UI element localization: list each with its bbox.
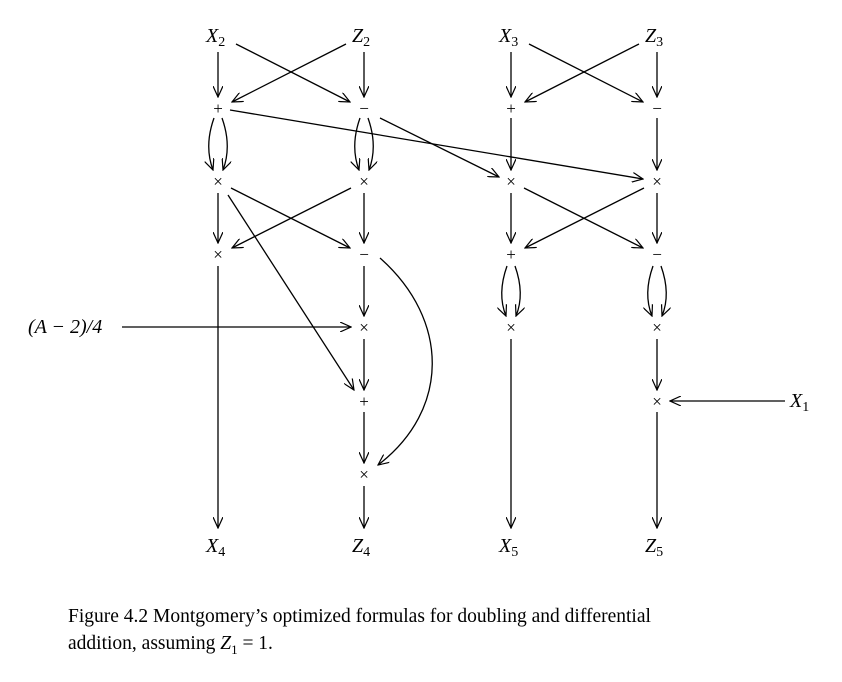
- edge-z3-plus: [525, 43, 640, 102]
- op-minus-e: −: [359, 245, 369, 264]
- op-plus-c: +: [506, 99, 516, 118]
- edge-minus-g-square-right: [660, 265, 666, 316]
- input-x3-label: X3: [498, 25, 518, 50]
- caption-text-1: Montgomery’s optimized formulas for doub…: [153, 606, 651, 627]
- input-z2-label: Z2: [352, 25, 370, 50]
- op-times-da: ×: [506, 172, 516, 191]
- op-times-aa: ×: [213, 172, 223, 191]
- edge-plus-square-right: [221, 117, 227, 170]
- op-times-x4: ×: [213, 245, 223, 264]
- edge-cb-plus: [525, 187, 645, 248]
- figure-label: Figure 4.2: [68, 606, 149, 627]
- input-x1-label: X1: [789, 390, 809, 415]
- caption-line-2: addition, assuming Z1 = 1.: [68, 630, 808, 663]
- op-times-z5: ×: [652, 392, 662, 411]
- op-times-g2: ×: [652, 318, 662, 337]
- op-times-z4: ×: [359, 465, 369, 484]
- op-times-cb: ×: [652, 172, 662, 191]
- edge-z2-plus: [232, 43, 347, 102]
- op-times-bb: ×: [359, 172, 369, 191]
- edge-x2-minus: [235, 43, 350, 102]
- input-z3-label: Z3: [645, 25, 663, 50]
- edge-plus-square-left: [209, 117, 215, 170]
- constant-a24-label: (A − 2)/4: [28, 316, 102, 338]
- caption-variable: Z1: [220, 633, 238, 657]
- edge-x3-minus: [528, 43, 643, 102]
- op-plus-f: +: [506, 245, 516, 264]
- edge-minus-square-right: [367, 117, 373, 170]
- op-plus-h: +: [359, 392, 369, 411]
- edge-minus-square-left: [355, 117, 361, 170]
- montgomery-ladder-diagram: X2 Z2 X3 Z3 X4 Z4 X5 Z5 (A − 2)/4 X1 + −…: [28, 25, 809, 560]
- input-x2-label: X2: [205, 25, 225, 50]
- edge-minus-b-cross: [379, 117, 499, 177]
- output-z5-label: Z5: [645, 535, 663, 560]
- figure-caption: Figure 4.2 Montgomery’s optimized formul…: [68, 603, 808, 663]
- op-plus-a: +: [213, 99, 223, 118]
- output-z4-label: Z4: [352, 535, 370, 560]
- edge-plus-f-square-right: [514, 265, 520, 316]
- op-minus-d: −: [652, 99, 662, 118]
- op-minus-b: −: [359, 99, 369, 118]
- caption-line-1: Figure 4.2 Montgomery’s optimized formul…: [68, 603, 808, 630]
- edge-aa-to-plus-h: [227, 194, 354, 390]
- edge-plus-a-cross: [229, 109, 643, 179]
- edge-bb-times: [232, 187, 352, 248]
- caption-text-2: addition, assuming: [68, 633, 216, 654]
- edge-minus-g-square-left: [648, 265, 654, 316]
- op-minus-g: −: [652, 245, 662, 264]
- edge-plus-f-square-left: [502, 265, 508, 316]
- op-times-a24e: ×: [359, 318, 369, 337]
- caption-text-3: = 1.: [237, 633, 273, 654]
- op-times-x5: ×: [506, 318, 516, 337]
- output-x5-label: X5: [498, 535, 518, 560]
- output-x4-label: X4: [205, 535, 225, 560]
- edge-minus-e-curve: [378, 257, 433, 465]
